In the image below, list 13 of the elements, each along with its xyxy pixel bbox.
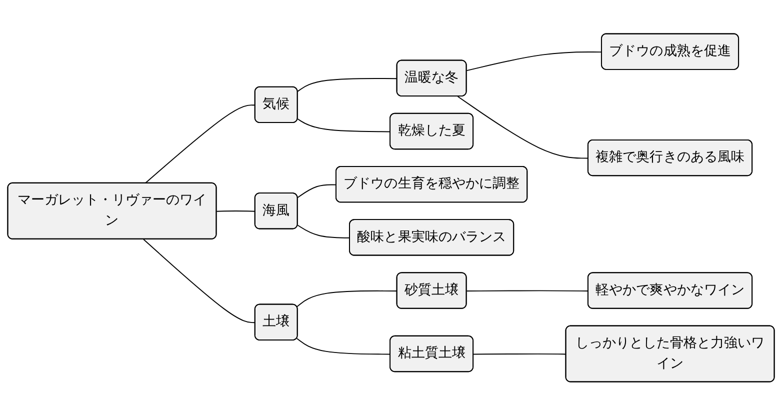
connector xyxy=(296,338,391,354)
connector xyxy=(296,290,398,308)
connector xyxy=(297,118,391,132)
connector xyxy=(473,353,567,354)
connector xyxy=(466,51,602,71)
connector xyxy=(297,184,337,198)
connector xyxy=(143,238,256,323)
connector xyxy=(457,96,589,158)
connector xyxy=(216,210,256,212)
connector xyxy=(144,104,256,184)
connector xyxy=(297,224,350,238)
connector xyxy=(466,290,589,292)
connector xyxy=(297,78,398,92)
